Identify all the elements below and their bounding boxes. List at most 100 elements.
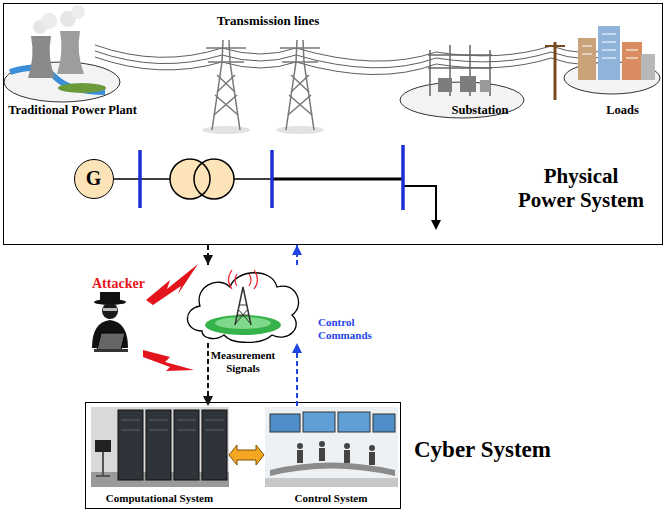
power-plant-illustration bbox=[71, 5, 85, 19]
loads-illustration bbox=[641, 54, 655, 80]
control-command-arrow bbox=[296, 343, 298, 406]
transmission-tower bbox=[288, 95, 311, 115]
node-text: Control System bbox=[264, 492, 398, 505]
transmission-wires bbox=[95, 51, 612, 68]
transmission-wires bbox=[95, 45, 612, 75]
control-system: Control System bbox=[264, 406, 398, 507]
server-room-illustration bbox=[91, 407, 229, 487]
lightning-bolt bbox=[146, 264, 198, 305]
physical-system-box: Physical Power SystemG bbox=[3, 3, 663, 245]
transmission-tower bbox=[289, 95, 312, 115]
transmission-tower bbox=[280, 47, 320, 49]
lines-label: Transmission lines bbox=[198, 14, 338, 29]
single-line-diagram bbox=[194, 159, 234, 199]
single-line-diagram bbox=[403, 186, 436, 222]
power-plant-illustration bbox=[10, 68, 105, 92]
control-room-illustration bbox=[270, 463, 395, 477]
substation-illustration bbox=[428, 45, 492, 96]
transmission-tower bbox=[217, 75, 235, 92]
control-room-illustration bbox=[338, 412, 370, 432]
attacker-label: Attacker bbox=[92, 276, 162, 292]
control-room-illustration bbox=[265, 407, 398, 487]
loads-illustration bbox=[582, 34, 638, 58]
control-room-illustration bbox=[319, 448, 325, 461]
transmission-tower bbox=[291, 75, 309, 92]
control-room-illustration bbox=[344, 450, 350, 463]
control-room-illustration bbox=[303, 412, 335, 432]
transmission-tower bbox=[276, 126, 324, 134]
transmission-tower bbox=[206, 47, 246, 49]
cloud-outline bbox=[187, 273, 298, 343]
single-line-diagram bbox=[401, 145, 405, 210]
cloud-outline bbox=[236, 305, 250, 323]
node-text: Cyber System bbox=[414, 437, 584, 463]
substation-illustration bbox=[438, 78, 452, 92]
transmission-tower bbox=[282, 61, 318, 63]
network-cloud: Measurement Signals bbox=[180, 265, 305, 343]
attacker-icon bbox=[102, 303, 118, 319]
server-room-illustration bbox=[121, 420, 224, 430]
utility-pole bbox=[545, 45, 565, 47]
substation-illustration bbox=[460, 76, 476, 92]
transmission-wires bbox=[95, 57, 612, 75]
server-room-illustration bbox=[96, 475, 110, 477]
single-line-diagram bbox=[270, 150, 274, 208]
loads-illustration bbox=[564, 26, 660, 94]
substation-label: Substation bbox=[430, 103, 530, 117]
single-line-diagram bbox=[114, 178, 140, 180]
cloud-outline bbox=[215, 317, 271, 329]
edge-label: Control Commands bbox=[318, 316, 382, 341]
control-room-illustration bbox=[297, 441, 375, 465]
control-room-illustration bbox=[297, 450, 303, 463]
control-room-illustration bbox=[373, 414, 395, 432]
transmission-wires bbox=[95, 45, 612, 61]
lightning-bolt bbox=[143, 350, 194, 371]
control-room-illustration bbox=[319, 441, 325, 447]
control-room-illustration bbox=[344, 443, 350, 449]
power-plant-illustration bbox=[28, 36, 55, 78]
attacker-icon bbox=[92, 292, 128, 352]
substation-illustration bbox=[428, 45, 492, 96]
transmission-tower bbox=[276, 40, 324, 134]
utility-pole bbox=[554, 42, 557, 100]
server-room-illustration bbox=[91, 407, 229, 487]
loads-illustration bbox=[622, 42, 642, 80]
computational-system: Computational System bbox=[90, 406, 229, 507]
transmission-tower bbox=[212, 40, 223, 130]
data-exchange-arrow bbox=[229, 445, 264, 465]
server-room-illustration bbox=[121, 420, 224, 430]
node-text: G bbox=[75, 167, 112, 190]
transmission-tower bbox=[229, 40, 240, 130]
transmission-tower bbox=[286, 40, 297, 130]
cyber-system-box: Cyber SystemComputational SystemControl … bbox=[85, 402, 401, 509]
loads-label: Loads bbox=[590, 103, 655, 117]
single-line-diagram bbox=[138, 150, 142, 208]
attacker-icon bbox=[97, 333, 125, 350]
single-line-diagram bbox=[114, 145, 441, 230]
cloud-outline bbox=[180, 265, 305, 343]
power-plant-illustration bbox=[41, 13, 57, 29]
single-line-diagram bbox=[431, 220, 441, 230]
measurement-signal-arrow bbox=[207, 343, 209, 406]
loads-illustration bbox=[582, 34, 638, 58]
single-line-diagram bbox=[234, 178, 272, 180]
control-room-illustration bbox=[369, 452, 375, 465]
node-text: Measurement Signals bbox=[198, 349, 288, 374]
generator-circle: G bbox=[74, 159, 114, 199]
transmission-tower bbox=[217, 75, 235, 92]
cloud-outline bbox=[235, 287, 251, 325]
single-line-diagram bbox=[170, 159, 210, 199]
server-room-illustration bbox=[102, 452, 104, 476]
cloud-outline bbox=[205, 315, 281, 335]
transmission-tower bbox=[202, 40, 250, 134]
control-room-illustration bbox=[270, 414, 300, 432]
transmission-tower bbox=[303, 40, 314, 130]
cloud-outline bbox=[229, 270, 258, 289]
transmission-tower bbox=[202, 126, 250, 134]
control-room-illustration bbox=[297, 443, 303, 449]
single-line-diagram bbox=[140, 178, 170, 180]
control-room-illustration bbox=[265, 478, 398, 487]
